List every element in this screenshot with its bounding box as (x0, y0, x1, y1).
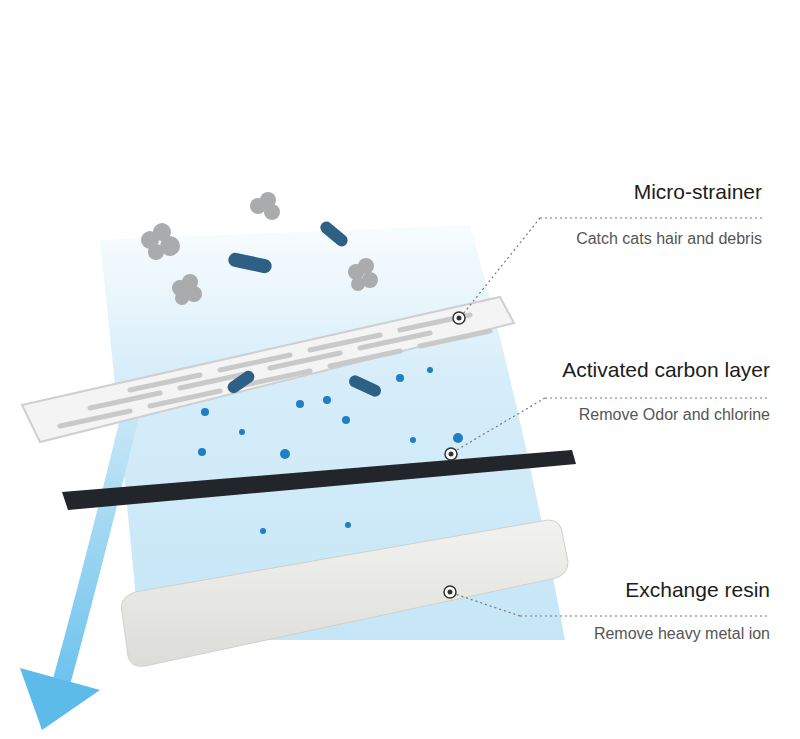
debris (141, 192, 378, 305)
marker-dots (444, 312, 465, 598)
bacteria (225, 368, 383, 398)
carbon-layer (62, 450, 576, 510)
layer-name: Activated carbon layer (562, 358, 770, 382)
layer-function: Remove Odor and chlorine (579, 406, 770, 424)
flow-arrow-head (20, 668, 100, 730)
micro-strainer-plate (22, 297, 514, 442)
strainer-slots (60, 315, 490, 426)
layer-name: Exchange resin (625, 578, 770, 602)
flow-arrow (62, 395, 135, 680)
layer-function: Catch cats hair and debris (576, 230, 762, 248)
layer-name: Micro-strainer (634, 180, 762, 204)
dots (198, 367, 463, 534)
bacteria (227, 219, 350, 274)
layer-function: Remove heavy metal ion (594, 625, 770, 643)
resin-layer (121, 520, 568, 666)
